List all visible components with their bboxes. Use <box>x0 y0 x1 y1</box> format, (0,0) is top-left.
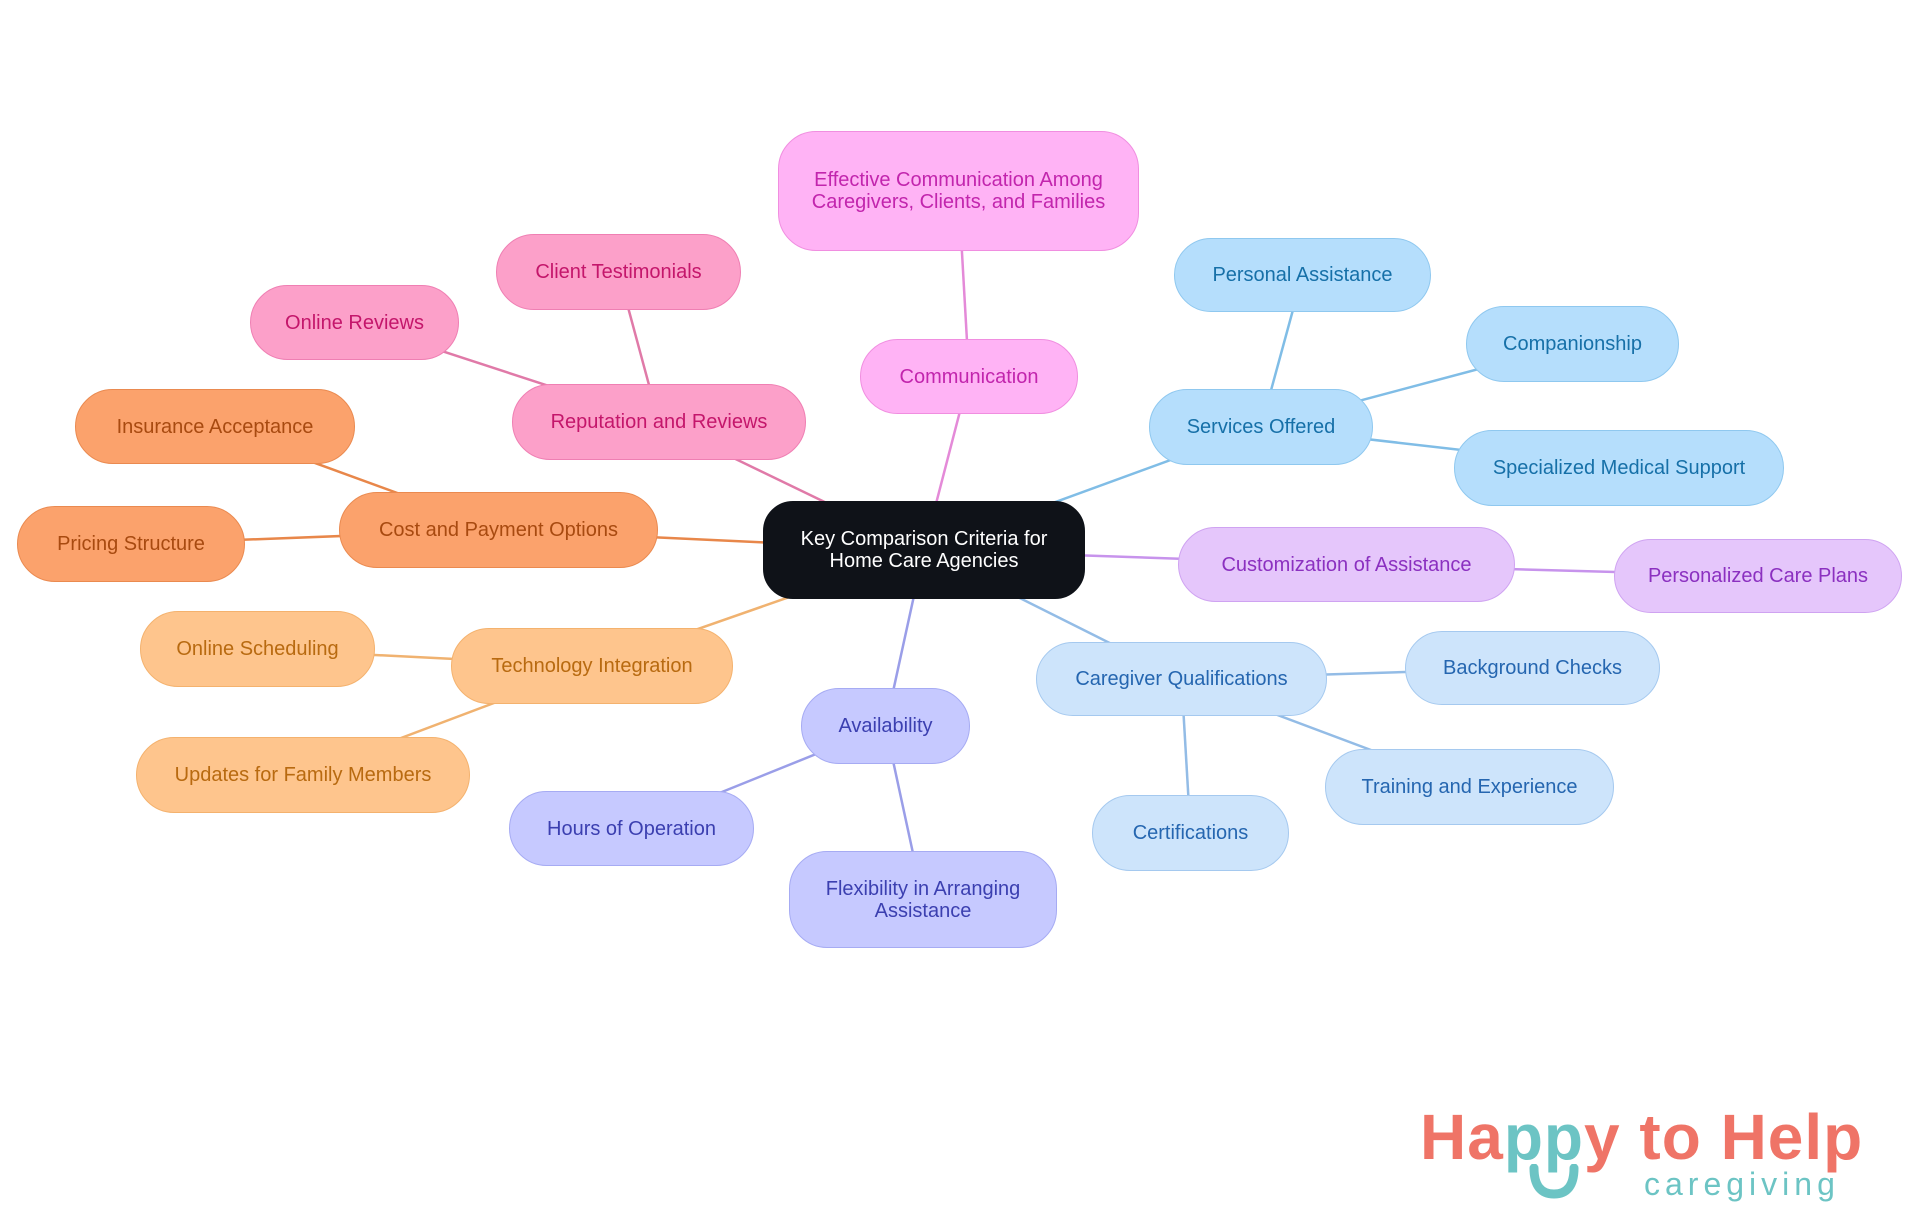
node-customization: Customization of Assistance <box>1178 527 1515 602</box>
node-label: Personal Assistance <box>1212 264 1393 286</box>
node-label: Cost and Payment Options <box>378 519 618 541</box>
smile-icon <box>1529 1164 1579 1199</box>
node-label: Caregiver Qualifications <box>1075 668 1288 690</box>
node-label: Online Reviews <box>285 311 424 334</box>
node-hours-of-operation: Hours of Operation <box>509 791 754 866</box>
logo-part-rest: y to Help <box>1584 1101 1864 1173</box>
node-label: Availability <box>838 715 933 737</box>
logo-part-ha: Ha <box>1420 1101 1504 1173</box>
node-label: Client Testimonials <box>535 261 702 283</box>
node-certifications: Certifications <box>1092 795 1289 871</box>
node-label: Services Offered <box>1186 416 1336 438</box>
node-background-checks: Background Checks <box>1405 631 1660 705</box>
node-updates-family: Updates for Family Members <box>136 737 470 813</box>
node-label: Certifications <box>1132 822 1249 844</box>
node-companionship: Companionship <box>1466 306 1679 382</box>
node-label: Insurance Acceptance <box>116 415 314 438</box>
node-communication: Communication <box>860 339 1078 414</box>
node-label: Hours of Operation <box>547 817 716 840</box>
node-label: Reputation and Reviews <box>550 411 768 433</box>
node-label: Updates for Family Members <box>174 764 432 786</box>
node-label: Online Scheduling <box>176 638 339 660</box>
node-pricing-structure: Pricing Structure <box>17 506 245 582</box>
node-specialized-medical: Specialized Medical Support <box>1454 430 1784 506</box>
node-personal-assistance: Personal Assistance <box>1174 238 1431 312</box>
node-client-testimonials: Client Testimonials <box>496 234 741 310</box>
node-label: Key Comparison Criteria for Home Care Ag… <box>800 528 1048 572</box>
node-label: Technology Integration <box>491 655 693 677</box>
node-flexibility: Flexibility in Arranging Assistance <box>789 851 1057 948</box>
node-label: Customization of Assistance <box>1221 553 1472 576</box>
node-label: Communication <box>899 365 1039 388</box>
node-label: Flexibility in Arranging Assistance <box>825 877 1021 922</box>
node-label: Personalized Care Plans <box>1647 565 1869 587</box>
node-label: Training and Experience <box>1361 776 1578 798</box>
node-technology: Technology Integration <box>451 628 733 704</box>
node-insurance-acceptance: Insurance Acceptance <box>75 389 355 464</box>
node-label: Effective Communication Among Caregivers… <box>811 169 1106 213</box>
node-label: Background Checks <box>1443 657 1622 679</box>
logo-part-pp: pp <box>1503 1101 1584 1173</box>
node-label: Pricing Structure <box>57 533 205 555</box>
node-qualifications: Caregiver Qualifications <box>1036 642 1327 716</box>
node-label: Companionship <box>1503 333 1642 355</box>
node-availability: Availability <box>801 688 970 764</box>
node-reputation: Reputation and Reviews <box>512 384 806 460</box>
logo-wordmark: Happy to Help <box>1420 1100 1863 1174</box>
node-online-scheduling: Online Scheduling <box>140 611 375 687</box>
node-effective-communication: Effective Communication Among Caregivers… <box>778 131 1139 251</box>
node-cost: Cost and Payment Options <box>339 492 658 568</box>
node-center: Key Comparison Criteria for Home Care Ag… <box>763 501 1085 599</box>
node-personalized-care-plans: Personalized Care Plans <box>1614 539 1902 613</box>
node-online-reviews: Online Reviews <box>250 285 459 360</box>
node-services: Services Offered <box>1149 389 1373 465</box>
logo-subtitle: caregiving <box>1644 1166 1840 1202</box>
node-training-experience: Training and Experience <box>1325 749 1614 825</box>
happy-to-help-logo: Happy to Help caregiving <box>1420 1100 1890 1210</box>
node-label: Specialized Medical Support <box>1492 457 1746 479</box>
